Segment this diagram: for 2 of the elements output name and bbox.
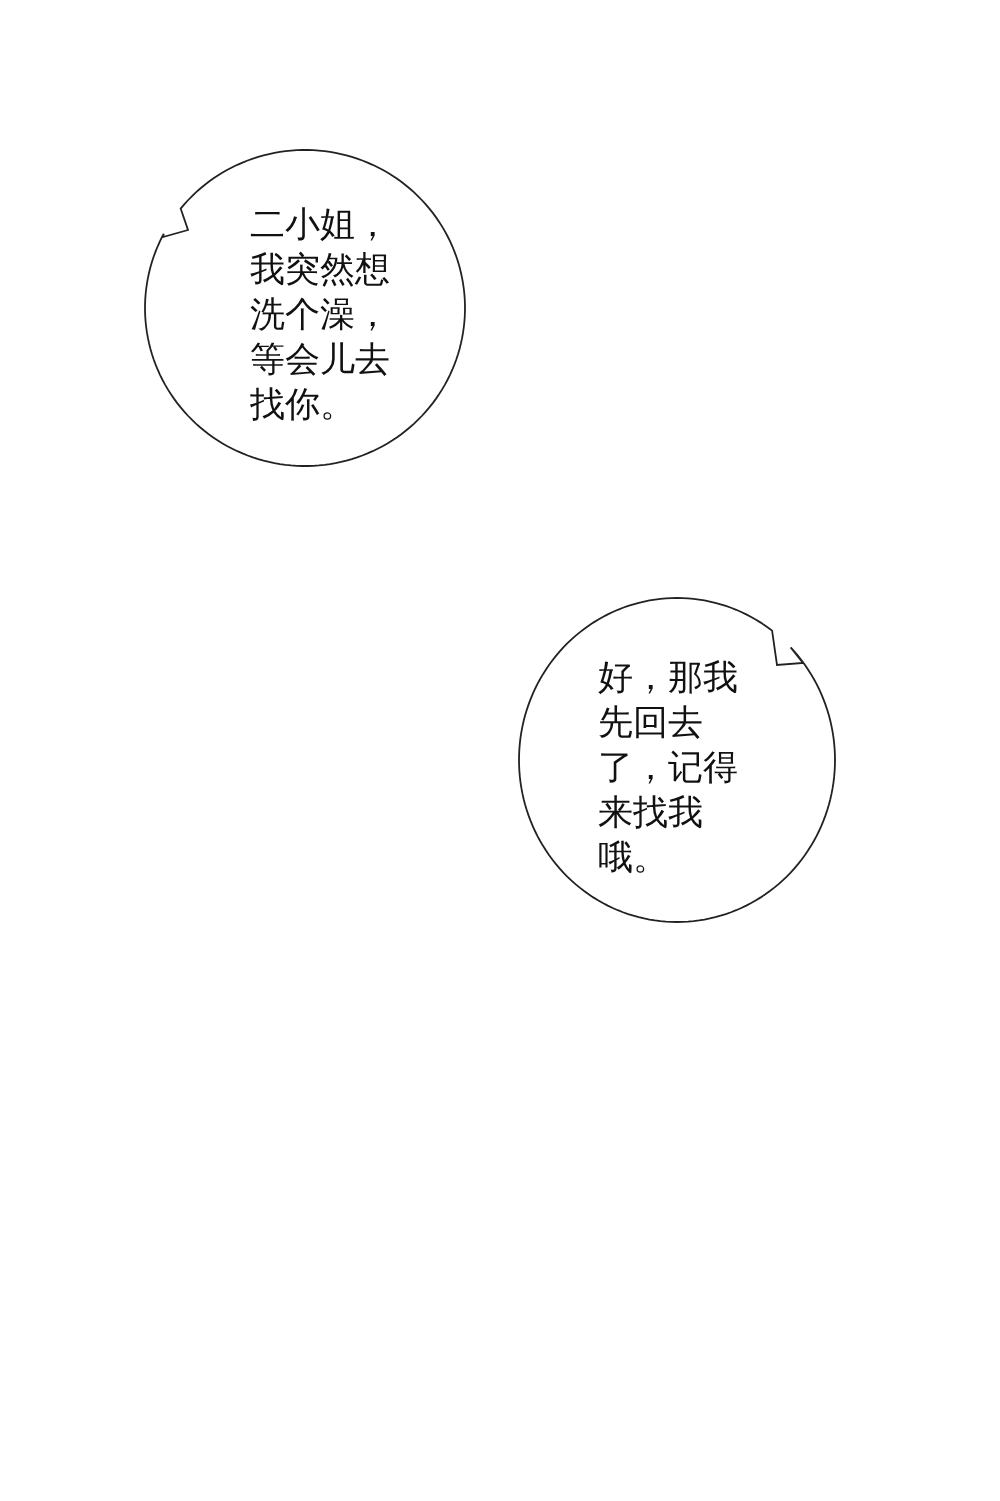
speech-text: 好，那我先回去了，记得来找我哦。 xyxy=(598,656,738,879)
speech-text: 二小姐，我突然想洗个澡，等会儿去找你。 xyxy=(250,203,390,426)
